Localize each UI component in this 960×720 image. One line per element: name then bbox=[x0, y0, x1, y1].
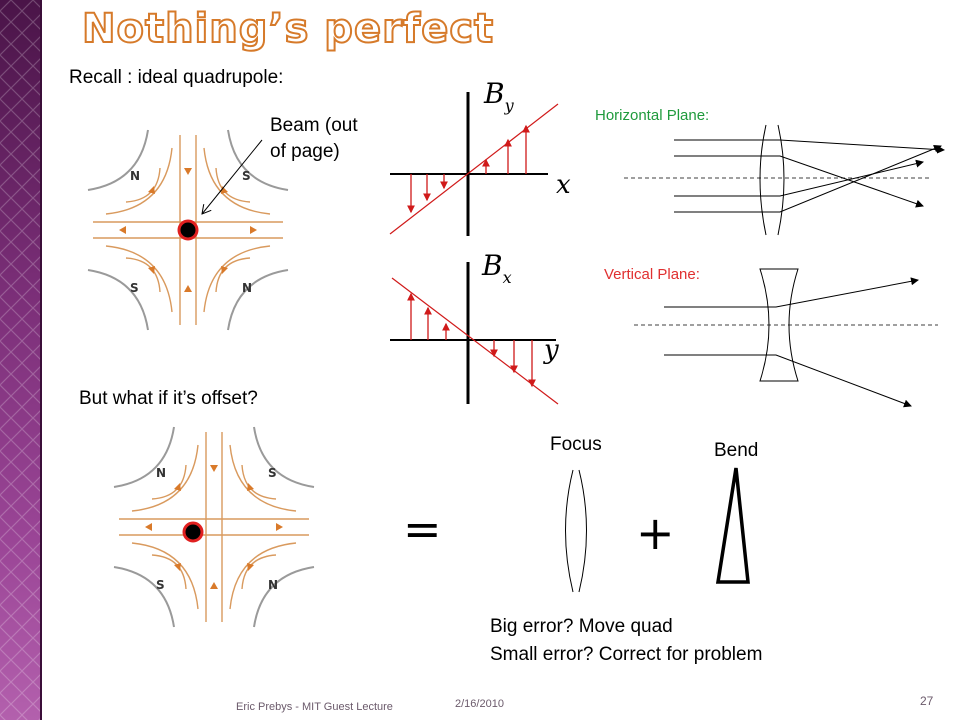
by-vs-x-plot: By x bbox=[389, 77, 571, 236]
by-axis-label: By bbox=[483, 77, 515, 115]
beam-marker-offset bbox=[182, 521, 204, 543]
offset-pole-label-top-left: N bbox=[156, 466, 166, 480]
bend-wedge-icon bbox=[715, 467, 750, 584]
offset-question: But what if it’s offset? bbox=[79, 388, 258, 409]
focus-label: Focus bbox=[550, 434, 602, 455]
vertical-plane-label: Vertical Plane: bbox=[604, 266, 700, 283]
x-axis-label: x bbox=[556, 170, 571, 200]
horizontal-plane-focusing-diagram bbox=[624, 124, 945, 236]
beam-pointer-arrow bbox=[202, 139, 263, 214]
footer-author: Eric Prebys - MIT Guest Lecture bbox=[236, 701, 393, 713]
beam-label-line1: Beam (out bbox=[270, 115, 358, 136]
ideal-quadrupole-diagram: N S S N bbox=[87, 129, 289, 331]
pole-label-top-left: N bbox=[130, 169, 140, 183]
pole-label-bottom-left: S bbox=[130, 281, 139, 295]
y-axis-label: y bbox=[543, 335, 559, 365]
offset-pole-label-bottom-right: N bbox=[268, 578, 278, 592]
horizontal-plane-label: Horizontal Plane: bbox=[595, 107, 710, 124]
pole-label-top-right: S bbox=[242, 169, 251, 183]
beam-marker-centered bbox=[177, 219, 199, 241]
beam-label-line2: of page) bbox=[270, 141, 340, 162]
page-number: 27 bbox=[920, 694, 934, 708]
bx-axis-label: Bx bbox=[481, 249, 512, 287]
bx-vs-y-plot: Bx y bbox=[390, 249, 559, 405]
recall-label: Recall : ideal quadrupole: bbox=[69, 67, 284, 88]
vertical-plane-defocusing-diagram bbox=[634, 268, 938, 408]
sidebar-decoration bbox=[0, 0, 42, 720]
footer-date: 2/16/2010 bbox=[455, 698, 504, 710]
slide-title: Nothing’s perfect bbox=[81, 5, 495, 53]
offset-pole-label-top-right: S bbox=[268, 466, 277, 480]
focus-lens-icon bbox=[565, 469, 587, 593]
plus-sign: + bbox=[636, 506, 675, 560]
equals-sign: = bbox=[403, 502, 442, 556]
pole-label-bottom-right: N bbox=[242, 281, 252, 295]
sidebar-edge bbox=[40, 0, 42, 720]
big-error-text: Big error? Move quad bbox=[490, 616, 673, 637]
bend-label: Bend bbox=[714, 440, 759, 461]
offset-quadrupole-diagram: N S S N bbox=[113, 426, 315, 628]
small-error-text: Small error? Correct for problem bbox=[490, 644, 763, 665]
offset-pole-label-bottom-left: S bbox=[156, 578, 165, 592]
sidebar-diamond-pattern bbox=[0, 0, 42, 720]
